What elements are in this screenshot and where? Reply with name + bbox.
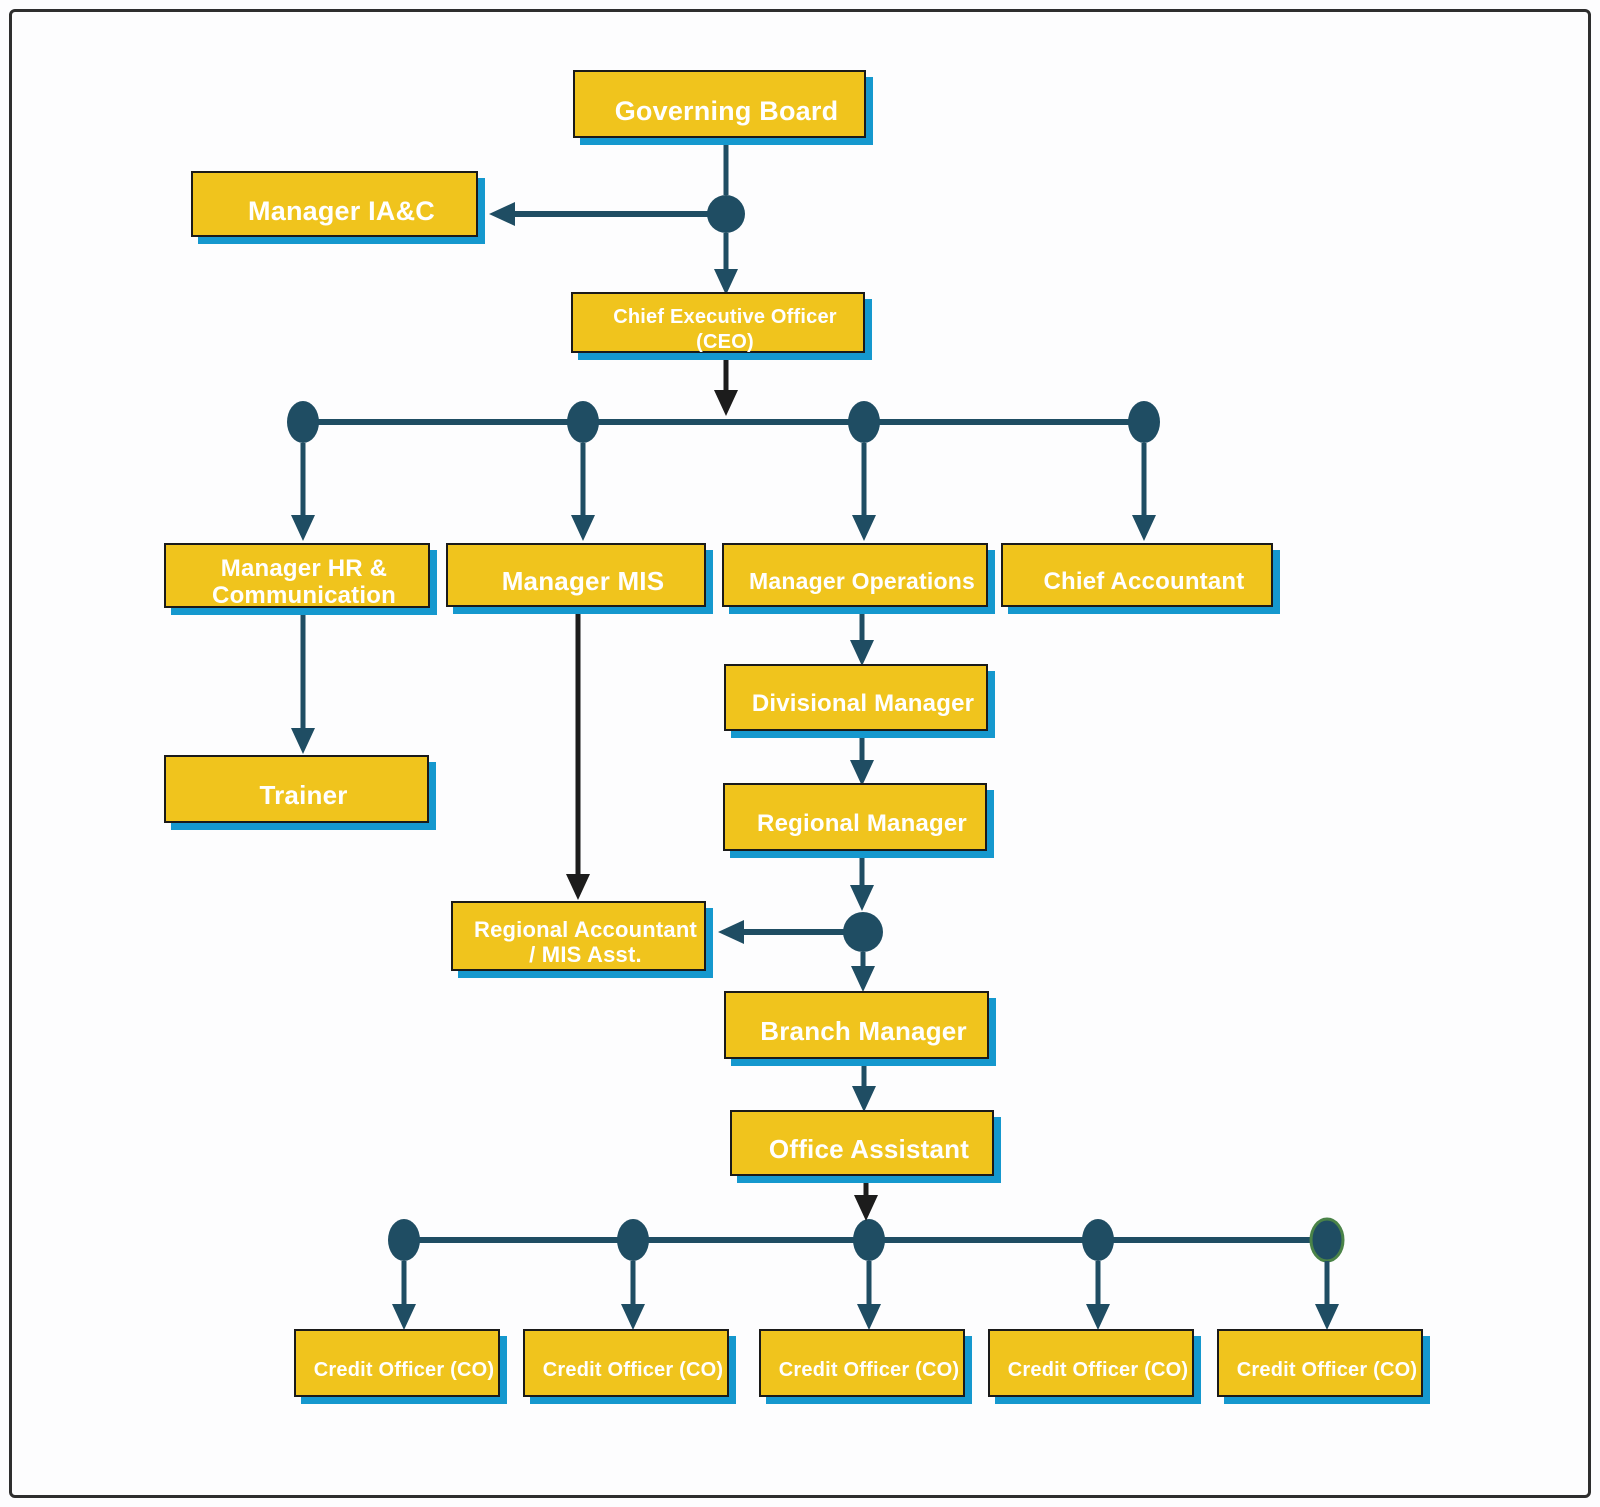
arrowhead-to-credit-officer-3 bbox=[857, 1304, 881, 1330]
arrowhead-to-trainer bbox=[291, 728, 315, 754]
node-label-manager-iac: Manager IA&C bbox=[248, 195, 435, 226]
junction-dot bbox=[843, 912, 883, 952]
arrowhead-to-manager-operations bbox=[852, 515, 876, 541]
node-label-credit-officer-3: Credit Officer (CO) bbox=[778, 1358, 960, 1381]
node-label-credit-officer-5: Credit Officer (CO) bbox=[1236, 1358, 1418, 1381]
junction-dot bbox=[1082, 1219, 1114, 1261]
arrowhead-to-office-assistant bbox=[852, 1086, 876, 1112]
arrowhead-to-credit-officer-5 bbox=[1315, 1304, 1339, 1330]
node-credit-officer-3: Credit Officer (CO) bbox=[759, 1329, 972, 1404]
connector-group-black bbox=[566, 360, 878, 1221]
arrowhead-to-regional-accountant bbox=[718, 920, 744, 944]
arrowhead-ceo-to-row bbox=[714, 390, 738, 416]
junction-dot bbox=[848, 401, 880, 443]
node-manager-hr: Manager HR & Communication bbox=[164, 543, 437, 615]
arrowhead-to-credit-officer-1 bbox=[392, 1304, 416, 1330]
node-label-regional-manager: Regional Manager bbox=[757, 809, 967, 837]
node-label-branch-manager: Branch Manager bbox=[760, 1016, 967, 1047]
node-ceo: Chief Executive Officer (CEO) bbox=[571, 292, 872, 360]
junction-dot bbox=[567, 401, 599, 443]
node-manager-iac: Manager IA&C bbox=[191, 171, 485, 244]
arrowhead-to-credit-officer-2 bbox=[621, 1304, 645, 1330]
node-regional-accountant: Regional Accountant / MIS Asst. bbox=[451, 901, 713, 978]
arrowhead-to-divisional-manager bbox=[850, 640, 874, 666]
node-divisional-manager: Divisional Manager bbox=[724, 664, 995, 738]
node-credit-officer-4: Credit Officer (CO) bbox=[988, 1329, 1201, 1404]
connector-group-navy bbox=[287, 145, 1345, 1330]
node-label-office-assistant: Office Assistant bbox=[768, 1134, 970, 1165]
node-manager-operations: Manager Operations bbox=[722, 543, 995, 614]
arrowhead-to-ceo bbox=[714, 269, 738, 295]
junction-dot-green-ring bbox=[1309, 1217, 1345, 1263]
arrowhead-to-junction bbox=[850, 885, 874, 911]
node-label-divisional-manager: Divisional Manager bbox=[751, 690, 975, 718]
node-branch-manager: Branch Manager bbox=[724, 991, 996, 1066]
node-label-trainer: Trainer bbox=[259, 780, 348, 811]
node-label-chief-accountant: Chief Accountant bbox=[1043, 567, 1245, 595]
node-label-governing-board: Governing Board bbox=[614, 95, 839, 126]
arrowhead-to-manager-mis bbox=[571, 515, 595, 541]
node-office-assistant: Office Assistant bbox=[730, 1110, 1001, 1183]
junction-dot bbox=[617, 1219, 649, 1261]
arrowhead-to-manager-iac bbox=[489, 202, 515, 226]
arrowhead-mis-to-regional-accountant bbox=[566, 874, 590, 900]
arrowhead-to-chief-accountant bbox=[1132, 515, 1156, 541]
node-label-ceo: Chief Executive Officer (CEO) bbox=[613, 305, 837, 353]
node-chief-accountant: Chief Accountant bbox=[1001, 543, 1280, 614]
arrowhead-to-credit-officer-4 bbox=[1086, 1304, 1110, 1330]
arrowhead-to-manager-hr bbox=[291, 515, 315, 541]
node-label-credit-officer-2: Credit Officer (CO) bbox=[542, 1358, 724, 1381]
node-manager-mis: Manager MIS bbox=[446, 543, 713, 614]
node-label-manager-hr: Manager HR & Communication bbox=[212, 554, 396, 609]
junction-dot bbox=[388, 1219, 420, 1261]
node-credit-officer-1: Credit Officer (CO) bbox=[294, 1329, 507, 1404]
node-label-manager-mis: Manager MIS bbox=[501, 566, 665, 597]
junction-dot bbox=[287, 401, 319, 443]
node-regional-manager: Regional Manager bbox=[723, 783, 994, 858]
node-trainer: Trainer bbox=[164, 755, 436, 830]
arrowhead-to-branch-manager bbox=[851, 966, 875, 992]
junction-dot bbox=[707, 195, 745, 233]
node-credit-officer-2: Credit Officer (CO) bbox=[523, 1329, 736, 1404]
node-label-manager-operations: Manager Operations bbox=[749, 568, 975, 595]
node-label-credit-officer-4: Credit Officer (CO) bbox=[1007, 1358, 1189, 1381]
arrowhead-office-assistant-to-row bbox=[854, 1195, 878, 1221]
arrowhead-to-regional-manager bbox=[850, 760, 874, 786]
node-label-regional-accountant: Regional Accountant / MIS Asst. bbox=[474, 917, 697, 967]
junction-dot bbox=[1128, 401, 1160, 443]
node-governing-board: Governing Board bbox=[573, 70, 873, 145]
node-credit-officer-5: Credit Officer (CO) bbox=[1217, 1329, 1430, 1404]
junction-dot bbox=[853, 1219, 885, 1261]
node-label-credit-officer-1: Credit Officer (CO) bbox=[313, 1358, 495, 1381]
